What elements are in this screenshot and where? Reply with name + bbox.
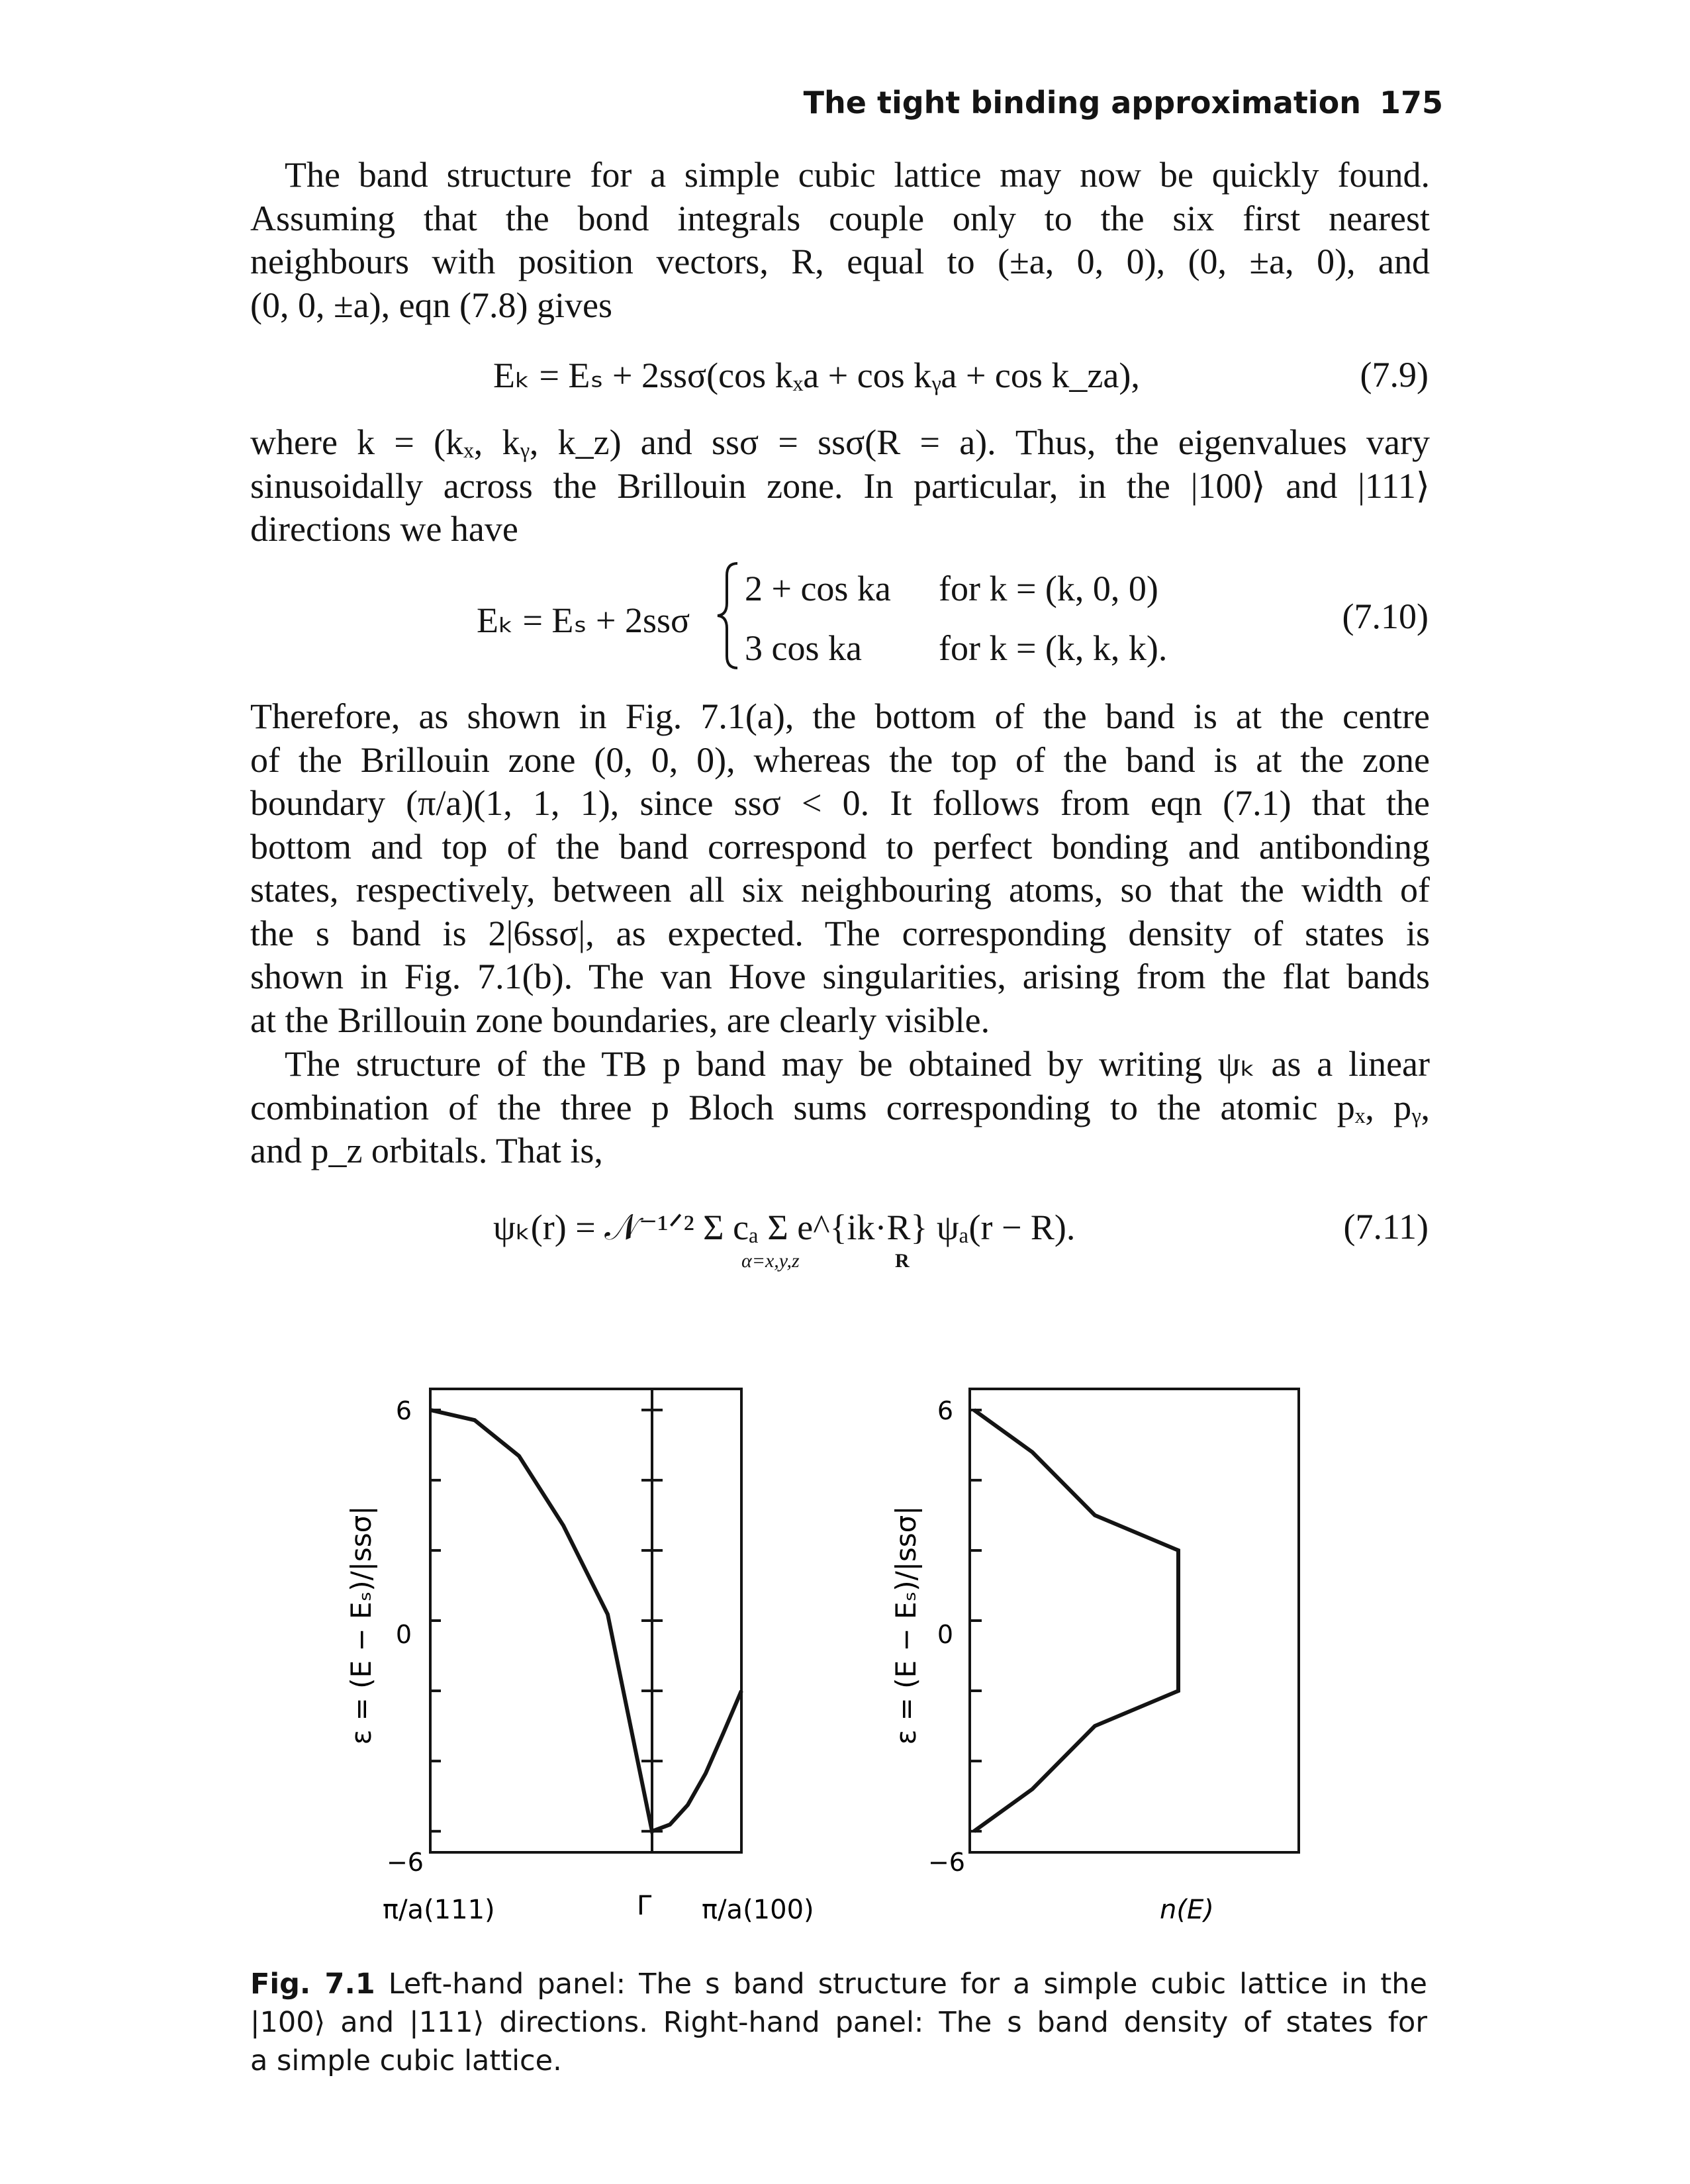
text-line: the s band is 2|6ssσ|, as expected. The …: [250, 913, 1430, 953]
text-line: neighbours with position vectors, R, equ…: [250, 242, 1430, 281]
equation-7-9: Eₖ = Eₛ + 2ssσ(cos kₓa + cos kᵧa + cos k…: [493, 356, 1140, 395]
running-title: The tight binding approximation: [803, 85, 1361, 120]
running-header: The tight binding approximation 175: [715, 85, 1443, 120]
ytick-label: −6: [387, 1848, 424, 1877]
equation-number: (7.11): [1343, 1207, 1429, 1247]
x-label-gamma: Γ: [637, 1891, 652, 1921]
ytick-label: 0: [937, 1620, 953, 1649]
text-line: Therefore, as shown in Fig. 7.1(a), the …: [250, 696, 1430, 736]
y-axis-label: ε = (E − Eₛ)/|ssσ|: [890, 1506, 922, 1745]
band-curve: [430, 1407, 743, 1834]
paragraph-4: The structure of the TB p band may be ob…: [250, 1043, 1430, 1173]
left-brace: [717, 562, 738, 669]
text-line: combination of the three p Bloch sums co…: [250, 1087, 1430, 1127]
equation-7-10-lhs: Eₖ = Eₛ + 2ssσ: [477, 600, 690, 640]
ytick-label: −6: [928, 1848, 965, 1877]
equation-7-10-condition-2: for k = (k, k, k).: [939, 628, 1168, 668]
text-line: of the Brillouin zone (0, 0, 0), whereas…: [250, 739, 1430, 780]
left-panel: 6 0 −6 ε = (E − Eₛ)/|ssσ| π/a(111) Γ π/a…: [345, 1388, 814, 1925]
caption-text: Left-hand panel: The s band structure fo…: [388, 1968, 1427, 2001]
sum-index-r: R: [895, 1250, 910, 1272]
text-line: where k = (kₓ, kᵧ, k_z) and ssσ = ssσ(R …: [250, 422, 1430, 462]
text-line: bottom and top of the band correspond to…: [250, 826, 1430, 867]
x-label-n-of-e: n(E): [1160, 1895, 1214, 1925]
right-panel: 6 0 −6 ε = (E − Eₛ)/|ssσ| n(E): [890, 1388, 1300, 1925]
dos-curve: [972, 1408, 1180, 1833]
text-line: sinusoidally across the Brillouin zone. …: [250, 465, 1430, 506]
ytick-label: 0: [396, 1620, 412, 1649]
figure-caption: Fig. 7.1 Left-hand panel: The s band str…: [250, 1965, 1427, 2080]
equation-7-10-condition-1: for k = (k, 0, 0): [939, 569, 1158, 608]
equation-7-10-case-1: 2 + cos ka: [745, 569, 891, 608]
paragraph-2: where k = (kₓ, kᵧ, k_z) and ssσ = ssσ(R …: [250, 421, 1430, 551]
text-line: (0, 0, ±a), eqn (7.8) gives: [250, 285, 612, 325]
right-panel-ticks: [970, 1408, 982, 1833]
text-line: boundary (π/a)(1, 1, 1), since ssσ < 0. …: [250, 783, 1430, 823]
text-line: at the Brillouin zone boundaries, are cl…: [250, 1000, 990, 1040]
caption-label: Fig. 7.1: [250, 1968, 375, 2001]
text-line: The band structure for a simple cubic la…: [285, 155, 1430, 195]
right-panel-frame: [968, 1388, 1300, 1854]
paragraph-3: Therefore, as shown in Fig. 7.1(a), the …: [250, 695, 1430, 1042]
caption-line: Fig. 7.1 Left-hand panel: The s band str…: [250, 1965, 1427, 2003]
x-label-pi-a-100: π/a(100): [702, 1895, 814, 1925]
text-line: directions we have: [250, 509, 518, 549]
text-line: Assuming that the bond integrals couple …: [250, 198, 1430, 238]
equation-number: (7.9): [1360, 355, 1429, 395]
x-label-pi-a-111: π/a(111): [383, 1895, 495, 1925]
left-panel-ticks: [430, 1408, 663, 1833]
ytick-label: 6: [396, 1396, 412, 1425]
text-line: The structure of the TB p band may be ob…: [285, 1044, 1430, 1084]
text-line: shown in Fig. 7.1(b). The van Hove singu…: [250, 957, 1430, 996]
equation-number: (7.10): [1342, 596, 1429, 636]
equation-7-10-case-2: 3 cos ka: [745, 628, 862, 668]
sum-index-alpha: α=x,y,z: [741, 1250, 800, 1272]
text-line: states, respectively, between all six ne…: [250, 870, 1430, 910]
page-number: 175: [1379, 85, 1443, 120]
caption-line: |100⟩ and |111⟩ directions. Right-hand p…: [250, 2006, 1427, 2039]
y-axis-label: ε = (E − Eₛ)/|ssσ|: [345, 1506, 377, 1745]
left-panel-frame: [429, 1388, 743, 1854]
text-line: and p_z orbitals. That is,: [250, 1131, 603, 1170]
caption-line: a simple cubic lattice.: [250, 2044, 562, 2077]
equation-7-11: ψₖ(r) = 𝒩⁻¹ᐟ² Σ cₐ Σ e^{ik·R} ψₐ(r − R).: [493, 1208, 1076, 1247]
paragraph-1: The band structure for a simple cubic la…: [250, 154, 1430, 327]
ytick-label: 6: [937, 1396, 953, 1425]
